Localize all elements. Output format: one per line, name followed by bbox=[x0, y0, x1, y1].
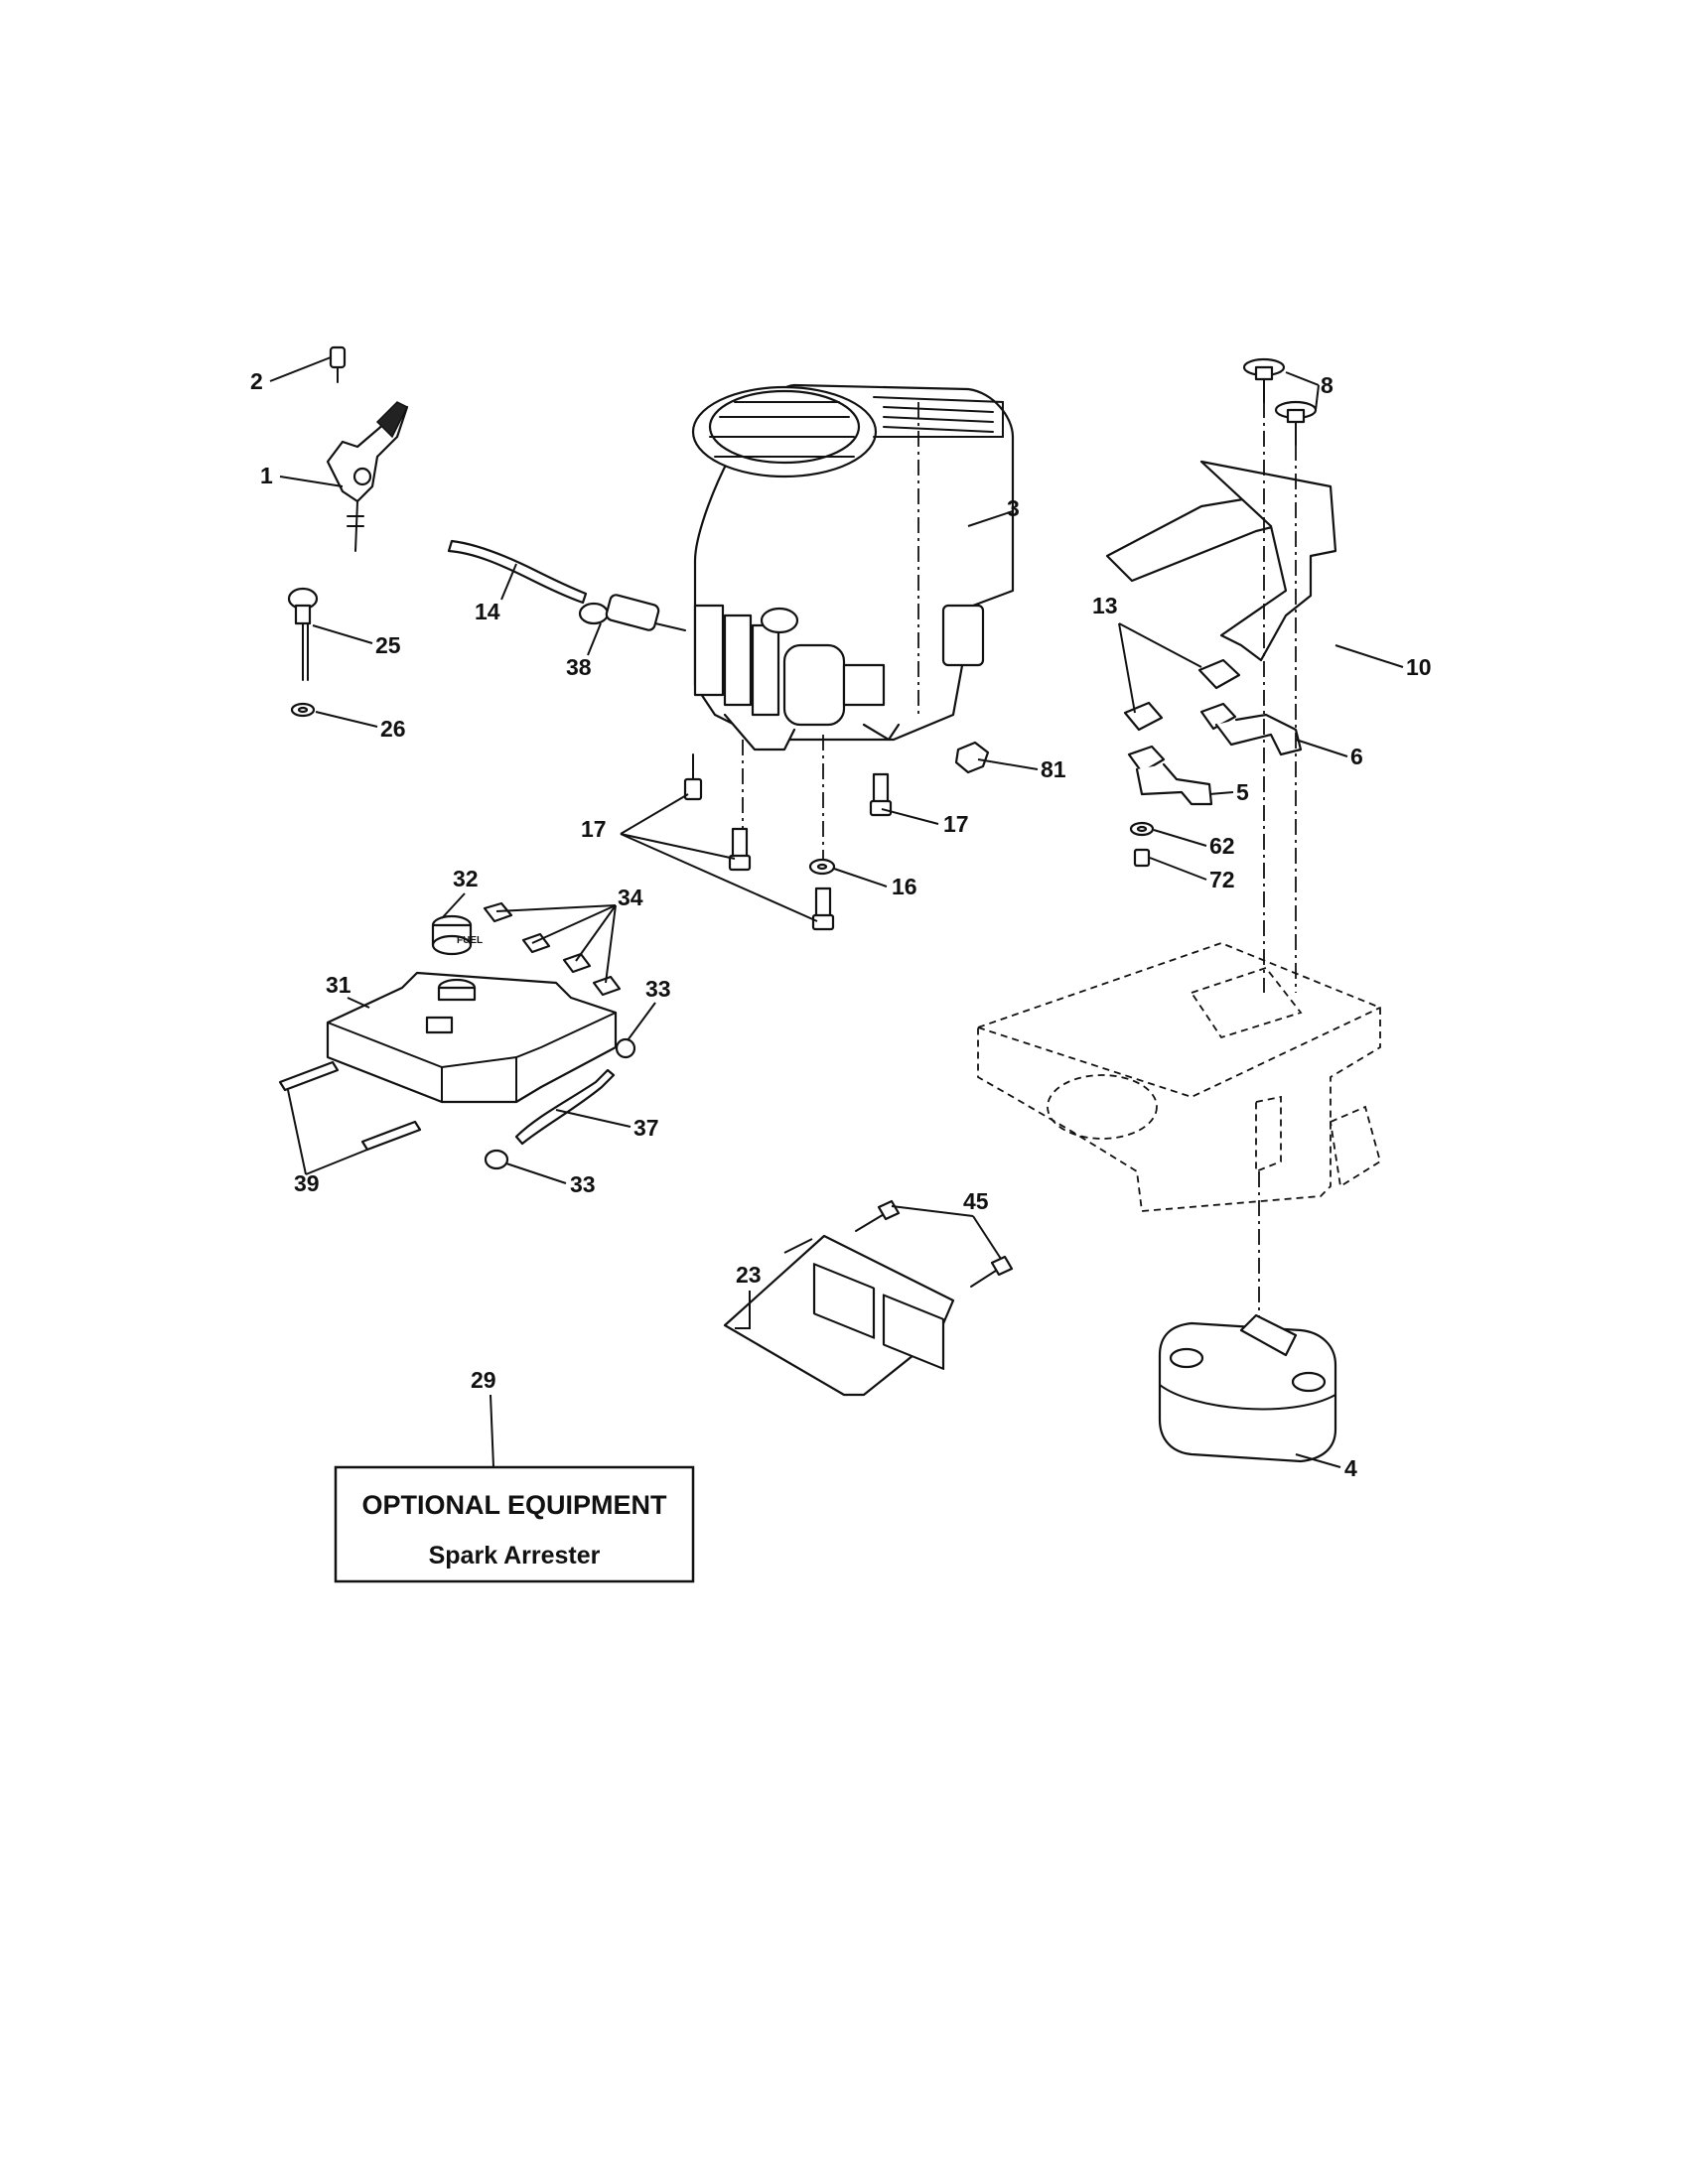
part-26-washer bbox=[290, 702, 316, 718]
part-6-exhaust-pipe bbox=[1199, 702, 1303, 756]
callout-14: 14 bbox=[475, 599, 500, 624]
part-37-hose bbox=[514, 1068, 616, 1146]
callout-26: 26 bbox=[380, 716, 406, 742]
callout-33-upper: 33 bbox=[645, 976, 671, 1002]
callout-72: 72 bbox=[1209, 867, 1235, 892]
callout-10: 10 bbox=[1406, 654, 1432, 680]
part-45-screw-b bbox=[970, 1255, 1014, 1288]
part-17-bolt-d bbox=[869, 772, 893, 817]
callout-17-left: 17 bbox=[581, 816, 607, 842]
part-13-gaskets bbox=[1123, 658, 1241, 732]
callout-23: 23 bbox=[736, 1262, 762, 1288]
callout-32: 32 bbox=[453, 866, 479, 891]
callout-2: 2 bbox=[250, 368, 263, 394]
callout-62: 62 bbox=[1209, 833, 1235, 859]
part-1-throttle-control bbox=[326, 401, 409, 552]
part-16-washer bbox=[808, 858, 836, 876]
callout-6: 6 bbox=[1350, 744, 1363, 769]
part-3-engine bbox=[691, 383, 1015, 751]
callout-25: 25 bbox=[375, 632, 401, 658]
callout-39: 39 bbox=[294, 1170, 320, 1196]
svg-text:FUEL: FUEL bbox=[457, 935, 483, 946]
callout-45: 45 bbox=[963, 1188, 989, 1214]
part-10-bracket bbox=[1105, 460, 1337, 662]
callout-29: 29 bbox=[471, 1367, 496, 1393]
callout-5: 5 bbox=[1236, 779, 1249, 805]
part-62-washer bbox=[1129, 821, 1155, 837]
part-39-pads bbox=[278, 1060, 422, 1152]
callout-37: 37 bbox=[633, 1115, 659, 1141]
part-5-exhaust-pipe bbox=[1127, 745, 1213, 806]
part-81-nut bbox=[954, 741, 990, 774]
part-14-fuel-hose bbox=[447, 539, 588, 605]
part-32-fuel-cap: FUEL bbox=[431, 914, 483, 956]
callout-8: 8 bbox=[1321, 372, 1333, 398]
optional-equipment-box: OPTIONAL EQUIPMENT Spark Arrester bbox=[334, 1465, 695, 1583]
part-33-clamp-lower bbox=[484, 1149, 509, 1170]
optional-equipment-subtitle: Spark Arrester bbox=[429, 1542, 601, 1570]
part-25-dipstick bbox=[287, 587, 319, 681]
callout-33-lower: 33 bbox=[570, 1171, 596, 1197]
callout-3: 3 bbox=[1007, 495, 1020, 521]
callout-31: 31 bbox=[326, 972, 351, 998]
part-17-bolt-c bbox=[811, 887, 835, 931]
callout-17-right: 17 bbox=[943, 811, 969, 837]
callout-16: 16 bbox=[892, 874, 917, 899]
callout-34: 34 bbox=[618, 885, 643, 910]
part-33-clamp-upper bbox=[615, 1037, 636, 1059]
callout-38: 38 bbox=[566, 654, 592, 680]
part-23-heat-shield bbox=[723, 1234, 955, 1397]
part-38-fuel-filter bbox=[578, 594, 686, 631]
callout-1: 1 bbox=[260, 463, 273, 488]
optional-equipment-title: OPTIONAL EQUIPMENT bbox=[361, 1490, 667, 1520]
part-31-fuel-tank bbox=[326, 971, 618, 1104]
part-4-muffler bbox=[1158, 1313, 1337, 1463]
part-8-bolts bbox=[1242, 357, 1318, 446]
part-2-screw bbox=[329, 345, 347, 383]
leader-lines bbox=[269, 356, 1404, 1468]
part-17-bolt-b bbox=[728, 827, 752, 872]
part-72-bolt bbox=[1133, 848, 1151, 868]
callout-labels: 2 1 3 14 38 25 26 81 17 17 16 8 10 13 6 … bbox=[250, 368, 1432, 1481]
part-17-bolt-a bbox=[683, 753, 703, 801]
callout-4: 4 bbox=[1344, 1455, 1357, 1481]
callout-81: 81 bbox=[1041, 756, 1066, 782]
frame-reference bbox=[977, 942, 1382, 1212]
callout-13: 13 bbox=[1092, 593, 1118, 618]
